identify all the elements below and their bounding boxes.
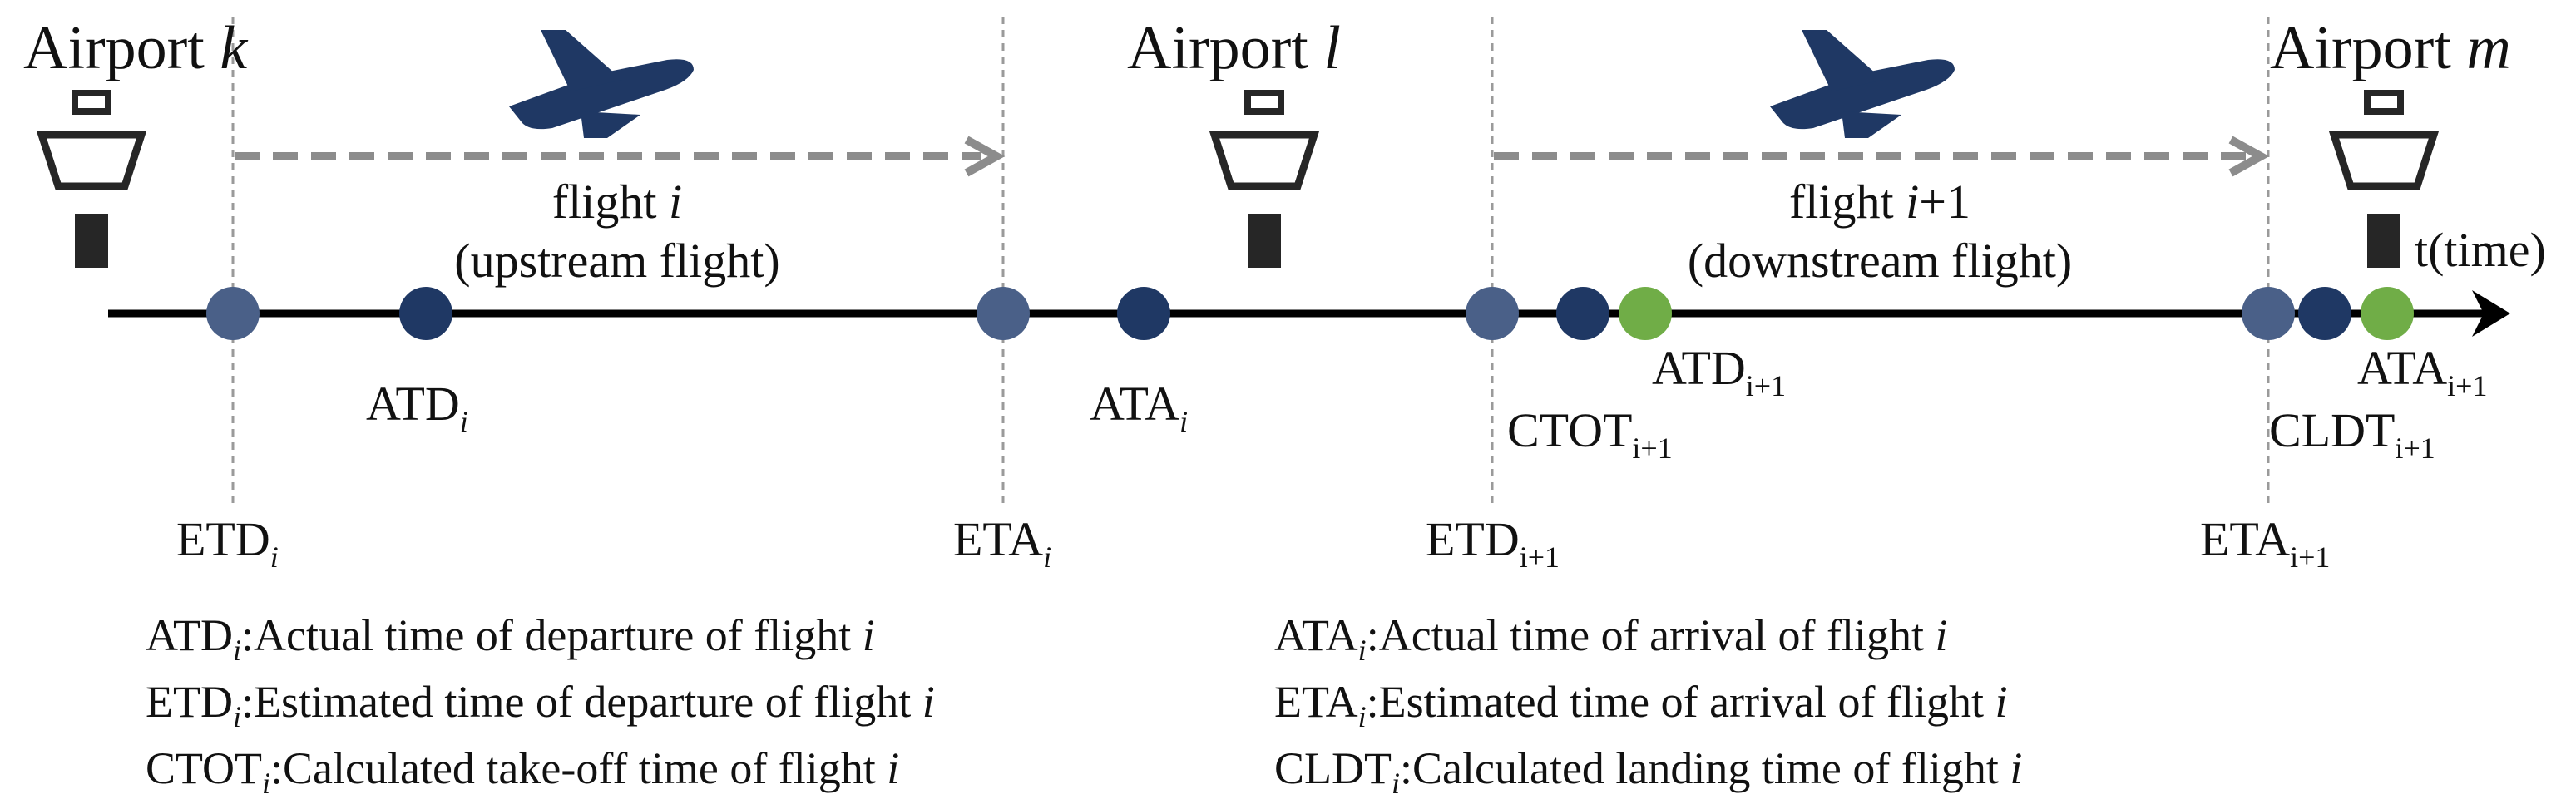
ata-i1-label: ATAi+1 bbox=[2357, 341, 2487, 402]
flight-i-arrowhead bbox=[964, 136, 1006, 177]
eta-i-label: ETAi bbox=[953, 512, 1051, 574]
control-tower-icon bbox=[36, 90, 147, 268]
legend-eta: ETAi:Estimated time of arrival of flight… bbox=[1274, 677, 2007, 733]
airplane-icon bbox=[509, 30, 694, 138]
cldt-i1-label: CLDTi+1 bbox=[2269, 403, 2435, 465]
etd-i-label: ETDi bbox=[176, 512, 279, 574]
airport-l-title: Airport l bbox=[1127, 14, 1341, 82]
legend-atd: ATDi:Actual time of departure of flight … bbox=[146, 610, 875, 667]
eta-i1-marker bbox=[2242, 287, 2295, 340]
flight-i-role-label: (upstream flight) bbox=[454, 234, 779, 288]
ctot-i1-marker bbox=[1556, 287, 1609, 340]
time-axis-label: t(time) bbox=[2415, 223, 2546, 277]
atd-i-label: ATDi bbox=[366, 377, 468, 438]
atd-i1-label: ATDi+1 bbox=[1652, 341, 1786, 402]
control-tower-icon bbox=[1209, 90, 1320, 268]
ata-i-label: ATAi bbox=[1090, 377, 1188, 438]
time-axis-arrowhead bbox=[2472, 290, 2510, 337]
etd-i1-label: ETDi+1 bbox=[1426, 512, 1560, 574]
legend-etd: ETDi:Estimated time of departure of flig… bbox=[146, 677, 935, 733]
airport-m-title: Airport m bbox=[2270, 14, 2511, 82]
ata-i-marker bbox=[1117, 287, 1170, 340]
eta-i1-label: ETAi+1 bbox=[2200, 512, 2330, 574]
ctot-i1-label: CTOTi+1 bbox=[1507, 403, 1673, 465]
flight-i1-label: flight i+1 bbox=[1789, 175, 1970, 229]
flight-i-label: flight i bbox=[552, 175, 682, 229]
atd-i-marker bbox=[399, 287, 452, 340]
eta-i-marker bbox=[977, 287, 1030, 340]
legend-cldt: CLDTi:Calculated landing time of flight … bbox=[1274, 743, 2022, 800]
legend-ctot: CTOTi:Calculated take-off time of flight… bbox=[146, 743, 899, 800]
atd-i1-marker bbox=[1619, 287, 1672, 340]
control-tower-icon bbox=[2328, 90, 2440, 268]
airplane-icon bbox=[1770, 30, 1955, 138]
ata-i1-marker bbox=[2361, 287, 2414, 340]
airport-k-title: Airport k bbox=[23, 14, 248, 82]
etd-i1-marker bbox=[1466, 287, 1519, 340]
etd-i-marker bbox=[206, 287, 260, 340]
flight-i1-arrowhead bbox=[2228, 136, 2270, 177]
cldt-i1-marker bbox=[2298, 287, 2351, 340]
legend-ata: ATAi:Actual time of arrival of flight i bbox=[1274, 610, 1947, 667]
flight-i1-role-label: (downstream flight) bbox=[1688, 234, 2072, 288]
